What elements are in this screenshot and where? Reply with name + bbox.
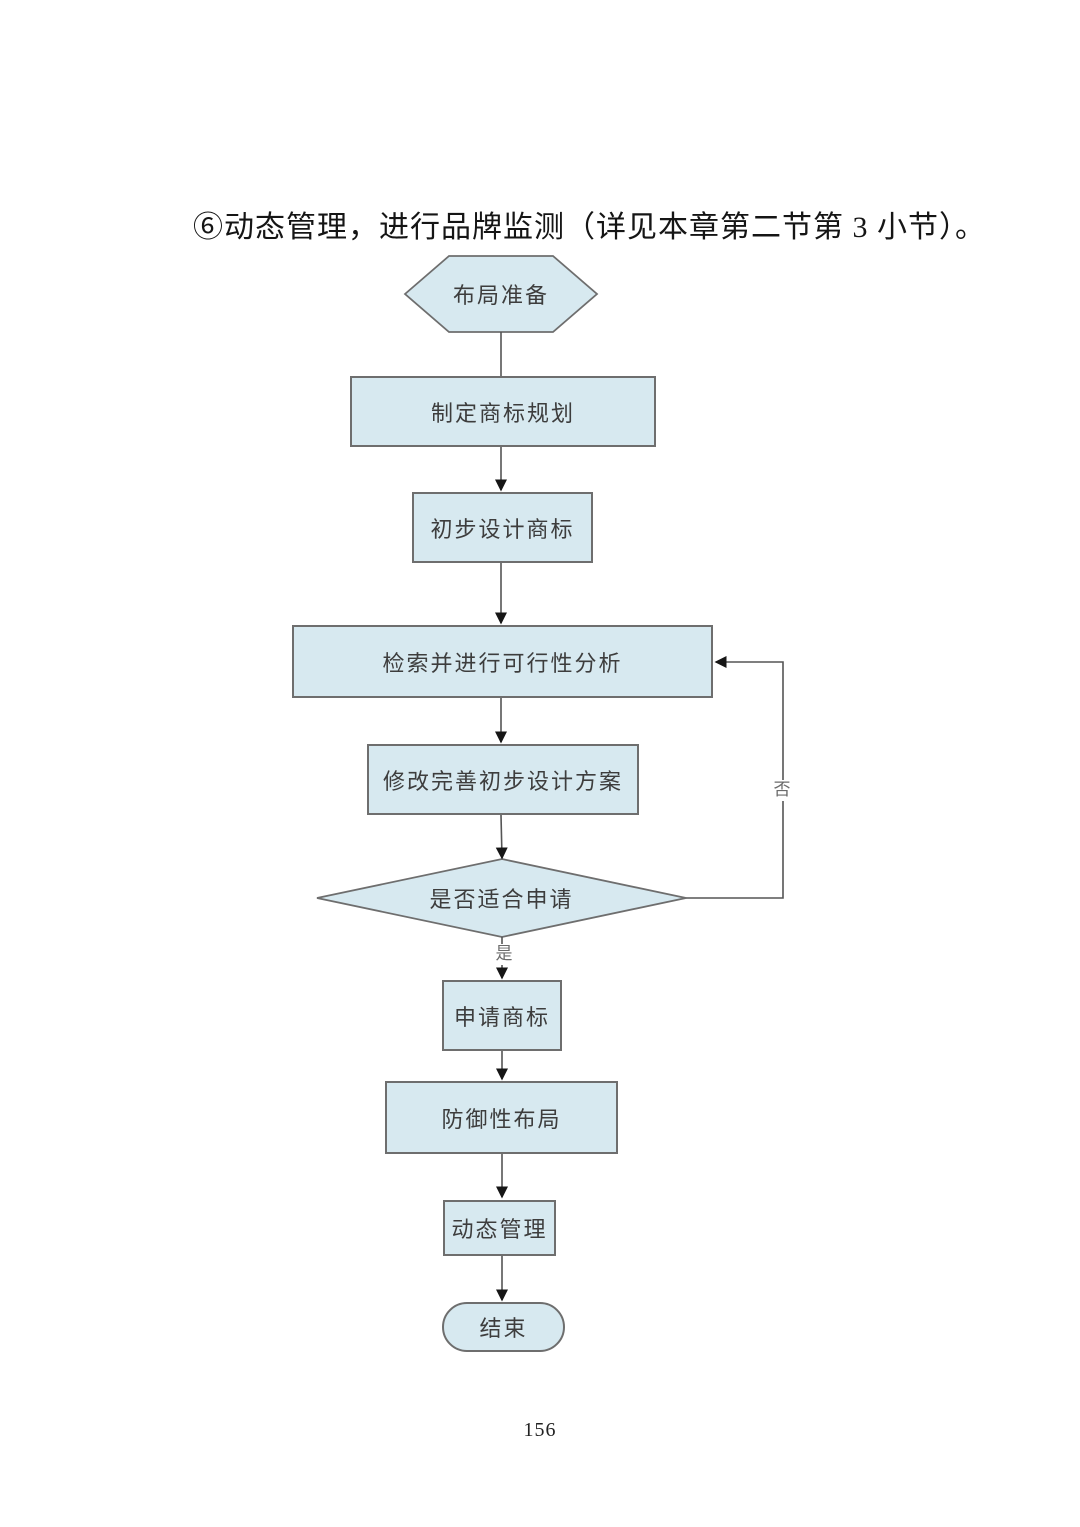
- node-plan: 制定商标规划: [350, 376, 656, 447]
- node-end-label: 结束: [479, 1316, 528, 1341]
- node-plan-label: 制定商标规划: [430, 400, 575, 426]
- node-defense: 防御性布局: [385, 1081, 618, 1154]
- node-manage: 动态管理: [443, 1200, 556, 1256]
- edge-label-no: 否: [771, 780, 793, 801]
- node-search-label: 检索并进行可行性分析: [382, 650, 623, 676]
- node-end: 结束: [442, 1302, 565, 1352]
- node-revise-label: 修改完善初步设计方案: [382, 768, 623, 794]
- node-manage-label: 动态管理: [451, 1217, 548, 1242]
- connector-revise-decision: [495, 814, 508, 860]
- node-design-label: 初步设计商标: [430, 516, 575, 542]
- node-decision-label: 是否适合申请: [429, 887, 574, 912]
- node-start: 布局准备: [405, 256, 597, 332]
- node-start-label: 布局准备: [452, 283, 549, 308]
- node-revise: 修改完善初步设计方案: [367, 744, 639, 815]
- node-apply: 申请商标: [442, 980, 562, 1051]
- node-design: 初步设计商标: [412, 492, 593, 563]
- node-search: 检索并进行可行性分析: [292, 625, 713, 698]
- node-decision: 是否适合申请: [317, 859, 686, 937]
- node-defense-label: 防御性布局: [441, 1106, 562, 1132]
- heading-text: ⑥动态管理，进行品牌监测（详见本章第二节第 3 小节）。: [193, 211, 986, 244]
- page-number: 156: [523, 1419, 557, 1441]
- edge-label-yes: 是: [493, 944, 515, 965]
- start-hexagon-shape: [403, 255, 599, 333]
- node-apply-label: 申请商标: [453, 1004, 550, 1030]
